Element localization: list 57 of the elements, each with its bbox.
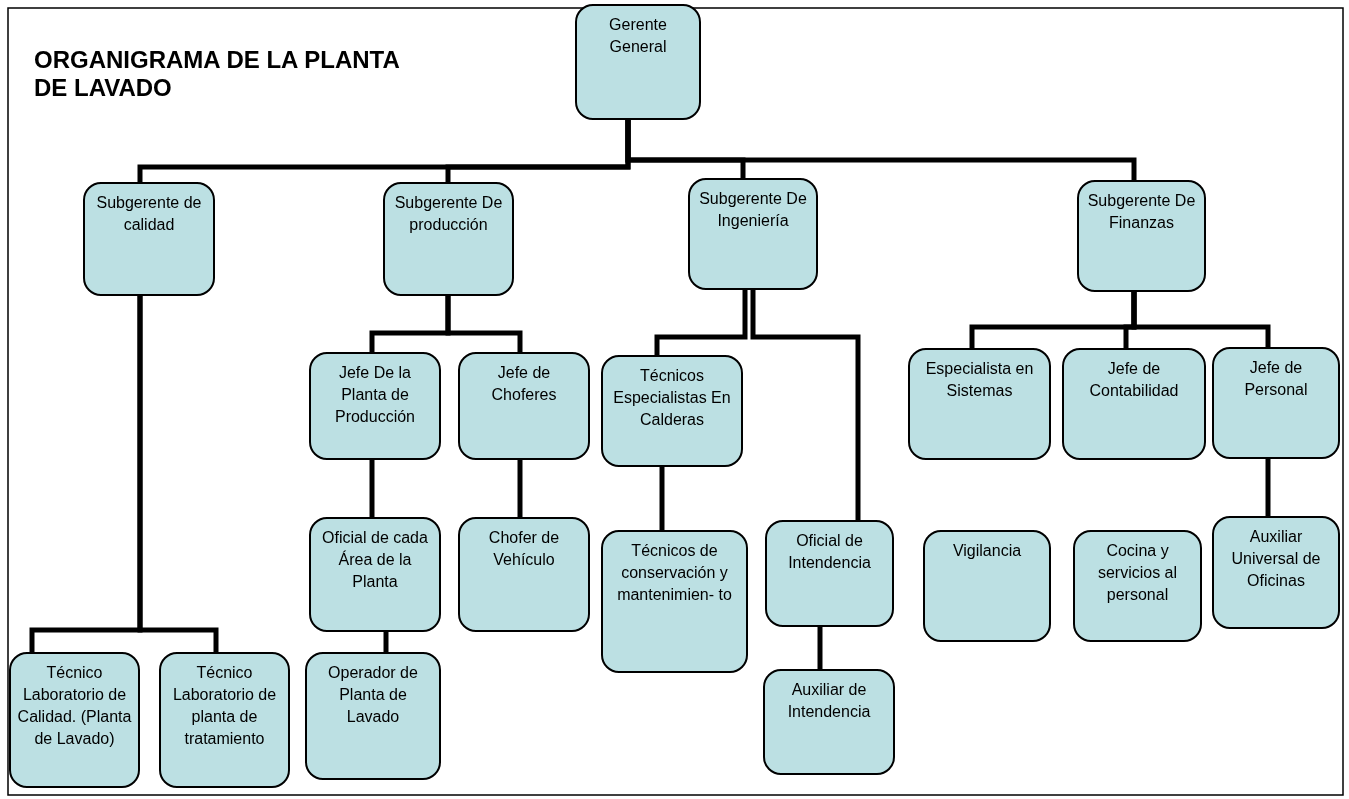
position-box xyxy=(83,182,215,296)
position-box xyxy=(1062,348,1206,460)
position-box xyxy=(763,669,895,775)
connector-line xyxy=(383,632,389,652)
position-box xyxy=(458,517,590,632)
position-title: Oficial de Intendencia xyxy=(787,531,872,573)
connector-line xyxy=(369,460,375,517)
connector-line xyxy=(625,120,1137,180)
position-box xyxy=(601,355,743,467)
position-box xyxy=(309,352,441,460)
position-title: Técnicos de conservación y mantenimien- to xyxy=(616,541,733,605)
position-box xyxy=(575,4,701,120)
position-box xyxy=(309,517,441,632)
connector-line xyxy=(445,296,523,352)
connector-line xyxy=(750,290,861,520)
position-box xyxy=(1212,347,1340,459)
position-title: Vigilancia xyxy=(952,541,1022,561)
position-box xyxy=(923,530,1051,642)
position-box xyxy=(1212,516,1340,629)
connector-line xyxy=(654,290,748,355)
position-title: Jefe de Choferes xyxy=(490,363,558,405)
position-title: Subgerente De Finanzas xyxy=(1086,191,1197,233)
position-title: Subgerente de calidad xyxy=(95,193,203,235)
position-box xyxy=(908,348,1051,460)
position-title: Auxiliar Universal de Oficinas xyxy=(1230,527,1322,591)
position-box xyxy=(458,352,590,460)
position-title: Técnico Laboratorio de Calidad. (Planta de Lavado) xyxy=(16,663,133,749)
position-title: Chofer de Vehículo xyxy=(487,528,561,570)
connector-line xyxy=(1131,292,1271,347)
connector-line xyxy=(517,460,523,517)
position-title: Cocina y servicios al personal xyxy=(1096,541,1179,605)
position-title: Técnico Laboratorio de planta de tratamiento xyxy=(171,663,278,749)
position-title: Subgerente De producción xyxy=(393,193,504,235)
position-title: Especialista en Sistemas xyxy=(924,359,1035,401)
position-box xyxy=(601,530,748,673)
position-box xyxy=(1073,530,1202,642)
position-title: Técnicos Especialistas En Calderas xyxy=(612,366,732,430)
position-title: Oficial de cada Área de la Planta xyxy=(321,528,429,592)
position-box xyxy=(305,652,441,780)
position-box xyxy=(688,178,818,290)
diagram-title: ORGANIGRAMA DE LA PLANTA DE LAVADO xyxy=(34,46,400,102)
position-box xyxy=(9,652,140,788)
position-title: Jefe De la Planta de Producción xyxy=(333,363,416,427)
position-title: Subgerente De Ingeniería xyxy=(698,189,808,231)
position-box xyxy=(159,652,290,788)
connector-line xyxy=(817,627,823,669)
position-box xyxy=(1077,180,1206,292)
position-title: Operador de Planta de Lavado xyxy=(327,663,419,727)
connector-line xyxy=(659,467,665,530)
position-title: Gerente General xyxy=(608,15,668,57)
position-box xyxy=(765,520,894,627)
position-title: Jefe de Contabilidad xyxy=(1088,359,1180,401)
position-box xyxy=(383,182,514,296)
connector-line xyxy=(137,296,219,652)
position-title: Auxiliar de Intendencia xyxy=(786,680,872,722)
position-title: Jefe de Personal xyxy=(1243,358,1309,400)
connector-line xyxy=(1265,459,1271,516)
